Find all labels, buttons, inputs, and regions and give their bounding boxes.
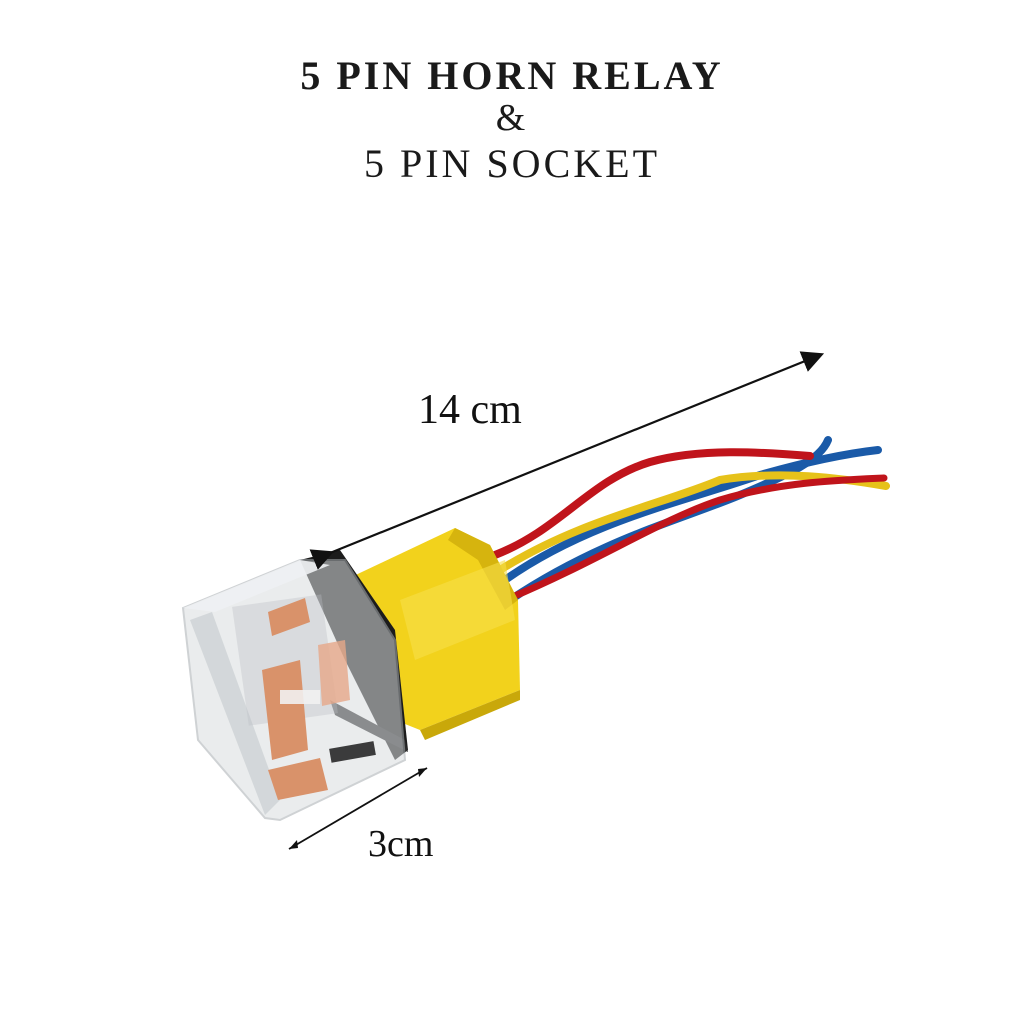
width-dimension-line xyxy=(288,767,428,850)
width-arrow-left xyxy=(289,840,298,849)
terminal-2 xyxy=(262,660,308,760)
width-label: 3cm xyxy=(368,823,434,865)
title-line-3: 5 PIN SOCKET xyxy=(363,141,661,186)
length-dimension-line xyxy=(309,351,825,570)
length-label: 14 cm xyxy=(418,387,522,433)
terminal-3 xyxy=(268,758,328,800)
terminal-1 xyxy=(268,598,310,636)
wire-bundle xyxy=(491,436,890,604)
width-arrow-right xyxy=(418,768,427,777)
terminal-4 xyxy=(318,640,350,706)
title-ampersand: & xyxy=(495,97,529,139)
relay-housing xyxy=(181,559,407,822)
title-line-1: 5 PIN HORN RELAY xyxy=(300,53,724,98)
